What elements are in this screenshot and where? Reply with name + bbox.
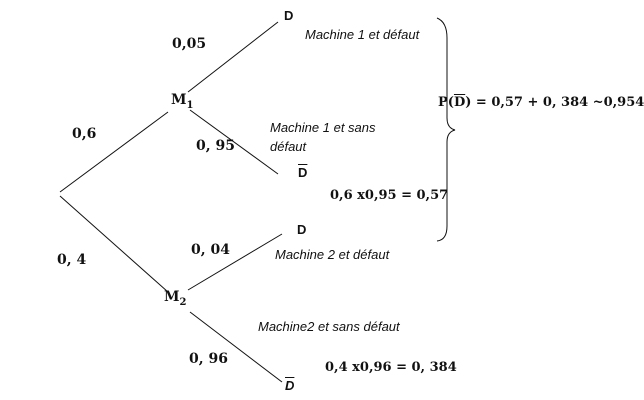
summary-brace (436, 17, 456, 242)
desc-m1-no-defect-line2: défaut (270, 139, 307, 154)
prob-m2-dbar: 0, 96 (189, 351, 228, 367)
prob-root-m1: 0,6 (72, 126, 97, 142)
node-m1: M1 (171, 92, 194, 111)
desc-m2-no-defect: Machine2 et sans défaut (258, 319, 400, 334)
desc-m1-no-defect-line1: Machine 1 et sans (270, 120, 376, 135)
branch-root-m1 (59, 111, 169, 193)
branch-m2-d (187, 233, 283, 291)
desc-m2-defect: Machine 2 et défaut (275, 247, 390, 262)
prob-root-m2: 0, 4 (57, 252, 87, 268)
branch-m1-dbar (189, 109, 279, 175)
node-m2: M2 (164, 289, 187, 308)
prob-m2-d: 0, 04 (191, 242, 230, 258)
calc-m1-no-defect: 0,6 x0,95 = 0,57 (330, 188, 449, 203)
calc-total-no-defect: P(D) = 0,57 + 0, 384 ~0,954 (438, 95, 644, 110)
branch-root-m2 (59, 195, 169, 293)
branch-m2-dbar (189, 311, 283, 383)
branch-m1-d (187, 21, 279, 93)
prob-m1-dbar: 0, 95 (196, 138, 235, 154)
node-no-defect-1: D (298, 165, 308, 180)
node-no-defect-2: D (285, 378, 295, 393)
desc-m1-defect: Machine 1 et défaut (305, 27, 420, 42)
calc-m2-no-defect: 0,4 x0,96 = 0, 384 (325, 360, 457, 375)
node-defect-1: D (284, 8, 294, 23)
prob-m1-d: 0,05 (172, 36, 207, 52)
node-defect-2: D (297, 222, 307, 237)
